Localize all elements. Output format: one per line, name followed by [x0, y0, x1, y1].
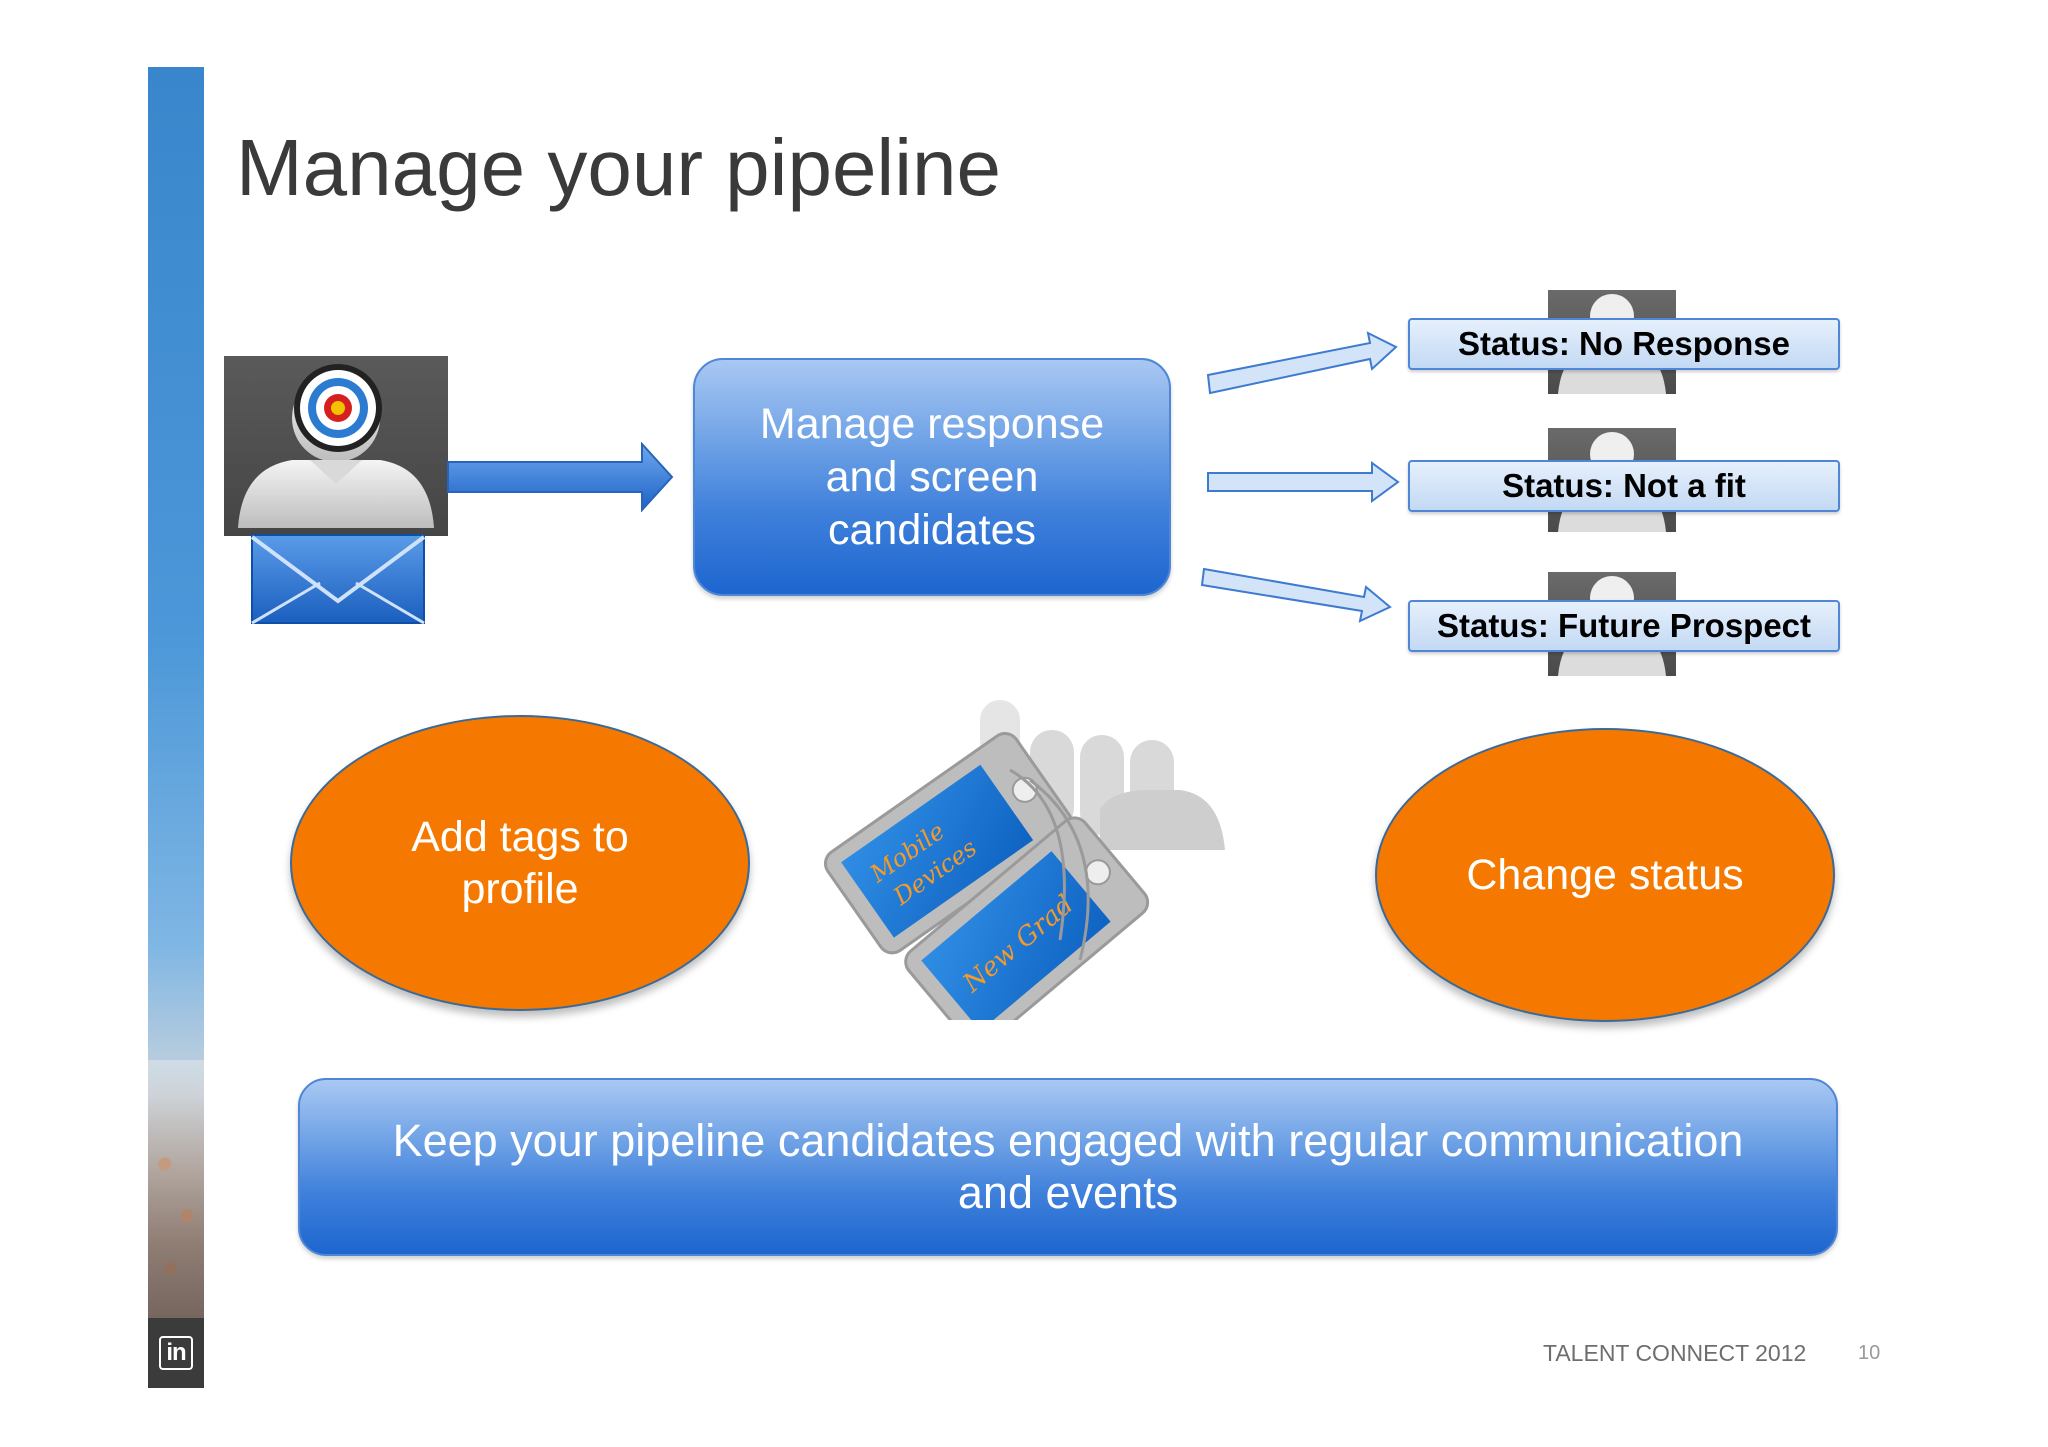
arrow-to-future-prospect — [1200, 567, 1392, 623]
manage-response-text: Manage response and screen candidates — [759, 399, 1105, 554]
target-icon — [294, 364, 382, 452]
page-title: Manage your pipeline — [236, 123, 1001, 212]
add-tags-text: Add tags to profile — [411, 813, 629, 913]
status-future-prospect: Status: Future Prospect — [1408, 600, 1840, 652]
add-tags-ellipse: Add tags to profile — [290, 715, 750, 1011]
arrow-to-no-response — [1206, 331, 1398, 395]
manage-response-box: Manage response and screen candidates — [693, 358, 1171, 596]
sidebar-photo-collage — [148, 1060, 204, 1320]
linkedin-logo-icon: in — [159, 1336, 193, 1370]
change-status-text: Change status — [1466, 851, 1744, 899]
footer-brand: TALENT CONNECT 2012 — [1543, 1340, 1807, 1366]
tags-illustration: Mobile Devices New Grad — [823, 700, 1225, 1020]
status-not-a-fit: Status: Not a fit — [1408, 460, 1840, 512]
engagement-box: Keep your pipeline candidates engaged wi… — [298, 1078, 1838, 1256]
engagement-text: Keep your pipeline candidates engaged wi… — [392, 1115, 1744, 1218]
envelope-icon — [250, 534, 426, 625]
page-number: 10 — [1858, 1342, 1881, 1364]
status-arrows — [1200, 331, 1400, 623]
sidebar-logo-block: in — [148, 1318, 204, 1388]
main-flow-arrow — [447, 442, 674, 512]
status-no-response: Status: No Response — [1408, 318, 1840, 370]
change-status-ellipse: Change status — [1375, 728, 1835, 1022]
arrow-to-not-a-fit — [1207, 461, 1400, 503]
tag-mobile-devices: Mobile Devices — [823, 732, 1074, 955]
